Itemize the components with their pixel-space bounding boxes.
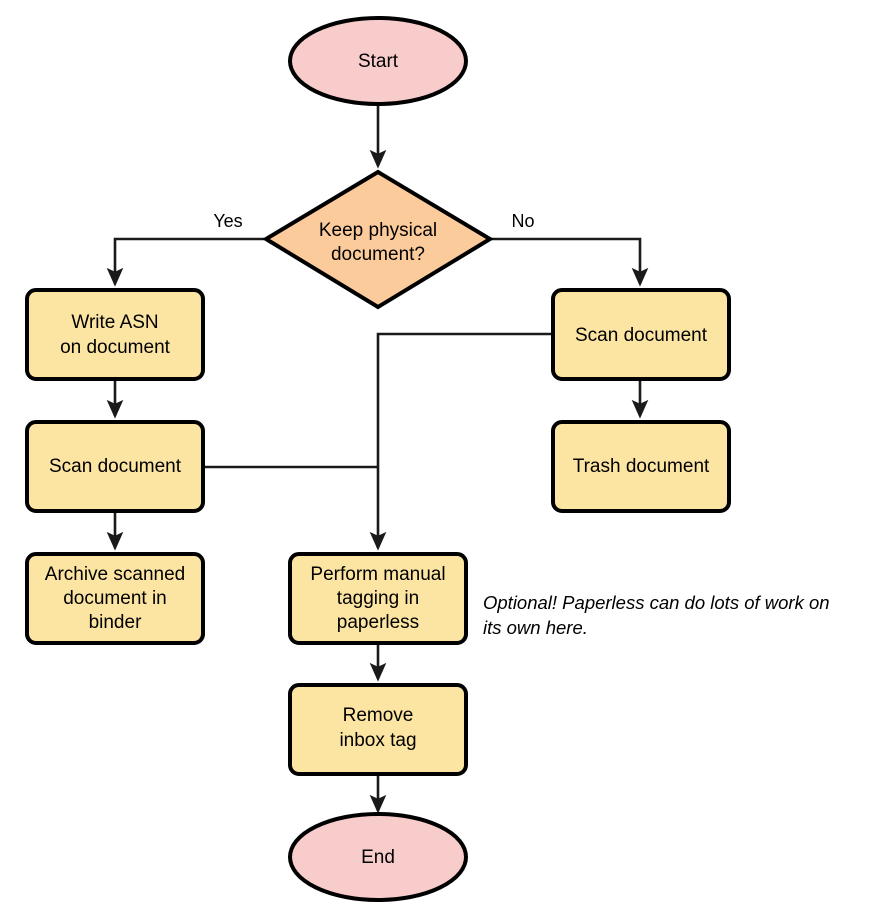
node-perform-manual-tagging[interactable]: Perform manual tagging in paperless xyxy=(288,552,468,645)
edge-scan-right-to-tagging xyxy=(369,332,553,551)
scan-document-right-box xyxy=(551,288,731,381)
start-ellipse xyxy=(288,16,468,106)
edge-decision-no-to-scan-right xyxy=(491,237,649,287)
decision-diamond xyxy=(262,169,494,310)
node-write-asn[interactable]: Write ASN on document xyxy=(25,288,205,381)
archive-box xyxy=(25,552,205,645)
archive-label-line3: binder xyxy=(89,612,142,633)
write-asn-label-line1: Write ASN xyxy=(71,312,158,333)
remove-inbox-label-line1: Remove xyxy=(343,705,414,726)
remove-inbox-tag-box xyxy=(288,683,468,776)
node-start[interactable]: Start xyxy=(288,16,468,106)
edge-label-no: No xyxy=(511,211,534,231)
node-scan-document-left[interactable]: Scan document xyxy=(25,420,205,513)
optional-note-line1: Optional! Paperless can do lots of work … xyxy=(483,592,830,613)
tagging-label-line3: paperless xyxy=(337,612,419,633)
archive-label-line2: document in xyxy=(63,588,167,609)
end-ellipse xyxy=(288,812,468,902)
scan-document-right-label: Scan document xyxy=(575,325,708,346)
node-trash-document[interactable]: Trash document xyxy=(551,420,731,513)
node-end[interactable]: End xyxy=(288,812,468,902)
connector-group xyxy=(106,100,649,814)
archive-label-line1: Archive scanned xyxy=(45,564,185,585)
decision-label-line2: document? xyxy=(331,244,425,265)
node-scan-document-right[interactable]: Scan document xyxy=(551,288,731,381)
scan-document-left-box xyxy=(25,420,205,513)
remove-inbox-label-line2: inbox tag xyxy=(339,730,416,751)
node-archive-scanned-document[interactable]: Archive scanned document in binder xyxy=(25,552,205,645)
trash-document-label: Trash document xyxy=(573,456,710,477)
end-label: End xyxy=(361,847,395,868)
optional-note-line2: its own here. xyxy=(483,617,588,638)
trash-document-box xyxy=(551,420,731,513)
node-remove-inbox-tag[interactable]: Remove inbox tag xyxy=(288,683,468,776)
tagging-box xyxy=(288,552,468,645)
write-asn-label-line2: on document xyxy=(60,337,171,358)
scan-document-left-label: Scan document xyxy=(49,456,182,477)
start-label: Start xyxy=(358,51,399,72)
annotation-optional-note: Optional! Paperless can do lots of work … xyxy=(483,592,830,638)
tagging-label-line1: Perform manual xyxy=(310,564,445,585)
decision-label-line1: Keep physical xyxy=(319,220,437,241)
write-asn-box xyxy=(25,288,205,381)
node-decision-keep-physical-document[interactable]: Keep physical document? xyxy=(262,169,494,310)
tagging-label-line2: tagging in xyxy=(337,588,419,609)
edge-label-yes: Yes xyxy=(213,211,242,231)
edge-decision-yes-to-write-asn xyxy=(106,237,264,287)
